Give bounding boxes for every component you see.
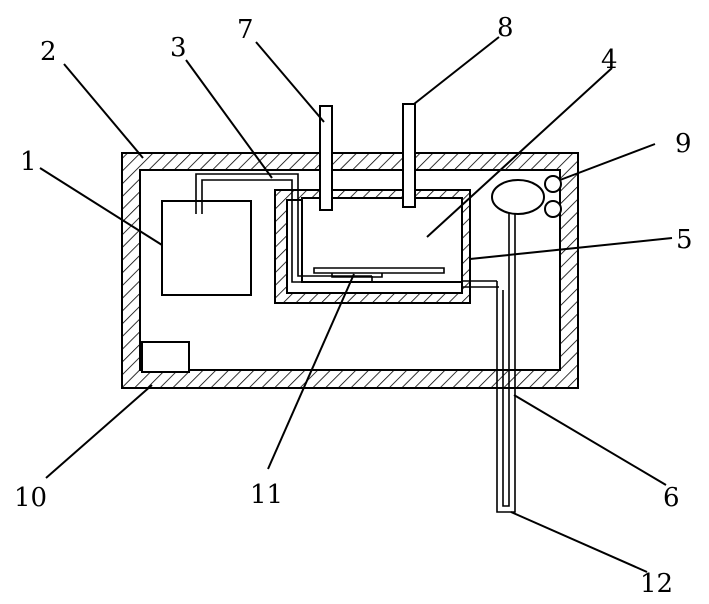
label-2: 2 bbox=[40, 37, 57, 67]
rod-7 bbox=[319, 105, 333, 211]
label-11: 11 bbox=[250, 480, 283, 510]
pipe-5 bbox=[462, 280, 499, 288]
leader-1 bbox=[39, 167, 163, 246]
label-1: 1 bbox=[20, 147, 37, 177]
outer-housing-wall bbox=[121, 152, 579, 389]
leader-3 bbox=[185, 59, 273, 179]
plate-11-base bbox=[331, 273, 383, 278]
leader-10 bbox=[45, 384, 153, 479]
label-12: 12 bbox=[640, 569, 673, 599]
pump-9-port-top bbox=[544, 175, 562, 193]
label-4: 4 bbox=[601, 45, 618, 75]
leader-9 bbox=[559, 143, 656, 181]
small-box-10 bbox=[141, 341, 190, 373]
plate-11 bbox=[313, 267, 445, 274]
leader-4 bbox=[426, 67, 613, 238]
leader-2 bbox=[63, 63, 144, 159]
label-8: 8 bbox=[497, 13, 514, 43]
component-box-1 bbox=[161, 200, 252, 296]
pump-9-port-bottom bbox=[544, 200, 562, 218]
label-9: 9 bbox=[675, 129, 692, 159]
pipe-6 bbox=[496, 212, 516, 513]
leader-5 bbox=[469, 237, 673, 260]
leader-11 bbox=[267, 273, 355, 470]
pump-9 bbox=[491, 179, 545, 215]
tube-3 bbox=[195, 173, 372, 283]
label-5: 5 bbox=[676, 225, 693, 255]
label-7: 7 bbox=[237, 15, 254, 45]
label-10: 10 bbox=[14, 483, 47, 513]
label-3: 3 bbox=[170, 33, 187, 63]
leader-8 bbox=[413, 36, 500, 105]
rod-8 bbox=[402, 103, 416, 208]
label-6: 6 bbox=[663, 483, 680, 513]
leader-12 bbox=[510, 511, 648, 573]
leader-6 bbox=[513, 394, 667, 486]
leader-7 bbox=[255, 41, 325, 123]
